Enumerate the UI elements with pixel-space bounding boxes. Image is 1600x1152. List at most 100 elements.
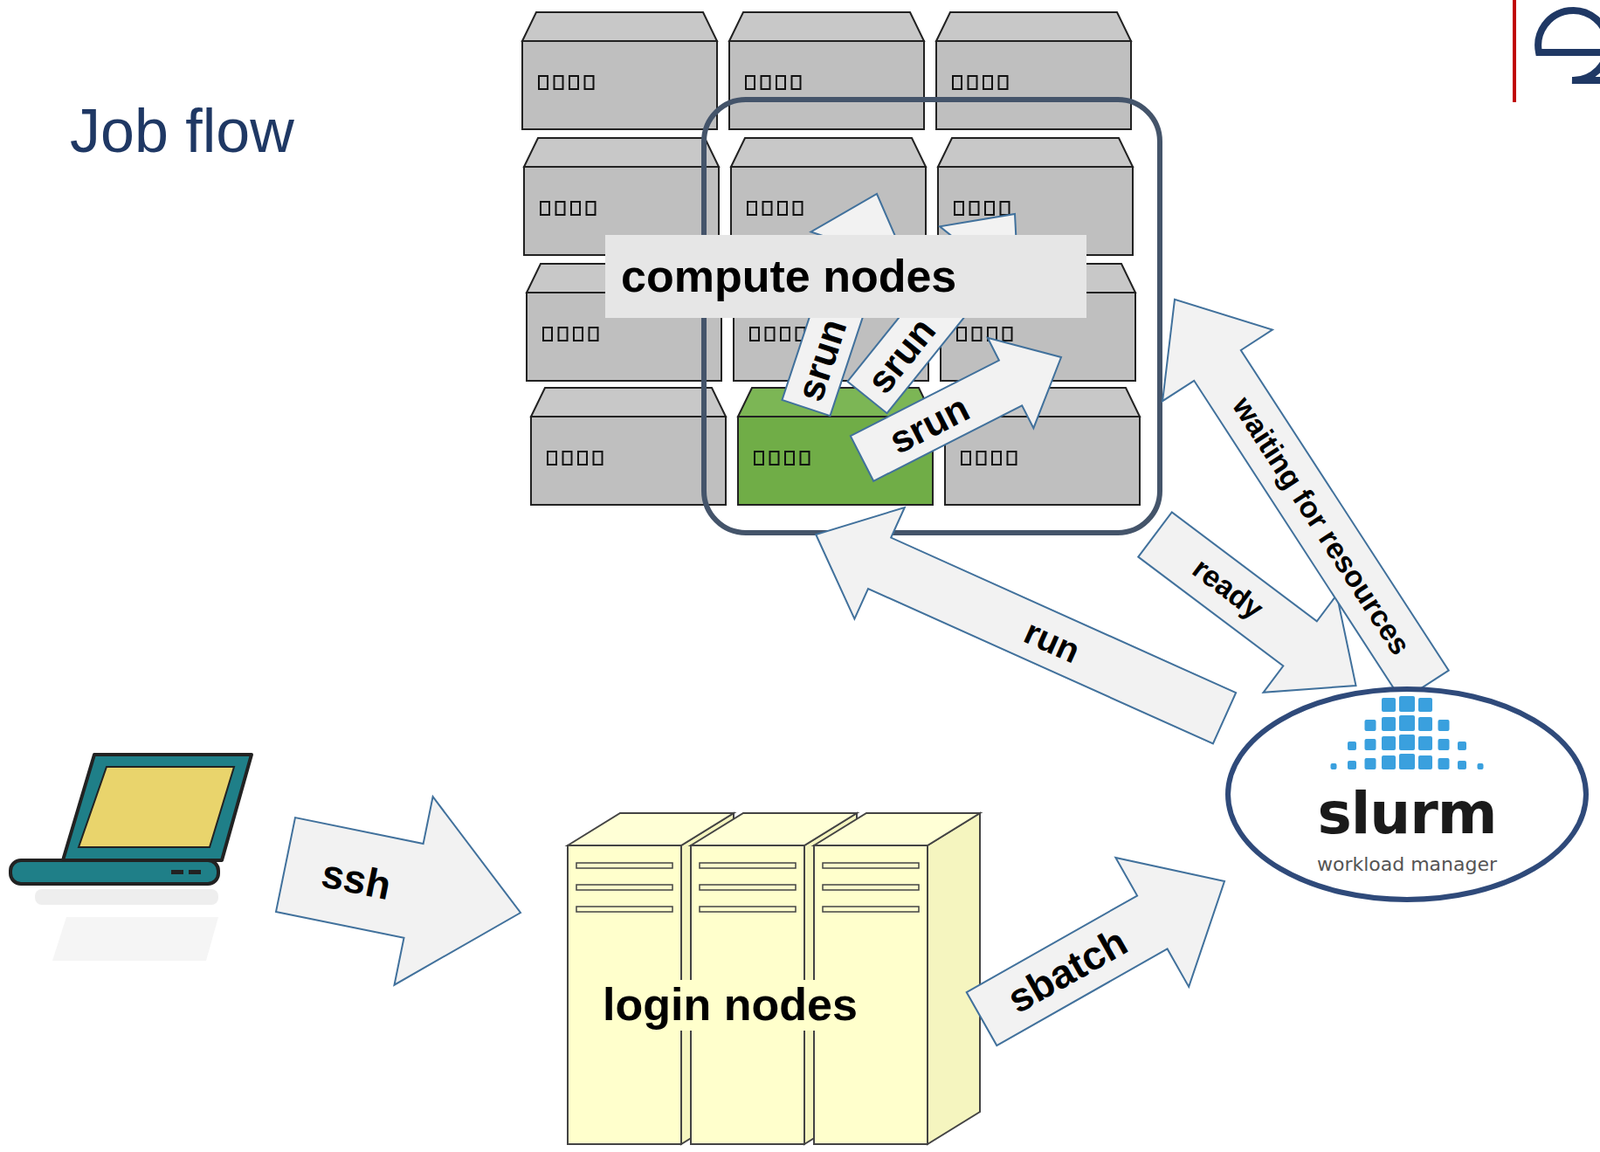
port-mark [745,75,755,90]
port-mark [578,451,587,465]
port-mark [593,451,603,465]
node-top [731,137,926,167]
drive-slot [699,862,796,869]
node-front [531,416,726,505]
logo-dot [1365,738,1377,751]
logo-dot [1381,717,1396,732]
logo-dot [1399,753,1415,770]
port-mark [800,451,810,465]
port-mark [754,451,764,465]
port-mark [1007,451,1017,465]
logo-dot [1477,763,1484,770]
login-nodes: login nodes [565,813,982,1145]
node-top [936,12,1132,42]
node-top [531,387,726,417]
node-front [729,41,925,130]
arrow-label: ready [1186,551,1269,626]
node-top [937,137,1133,167]
logo-dot [1331,763,1338,770]
drive-slot [699,906,796,912]
port-mark [954,201,964,215]
port-mark [983,75,993,90]
logo-dot [1418,697,1433,712]
region-label: compute nodes [605,251,957,302]
port-mark [558,327,568,341]
command-arrow [275,796,521,985]
logo-dot [1381,755,1396,770]
arrow-label: sbatch [1000,919,1135,1022]
port-mark [750,327,759,341]
label-band [605,234,1087,318]
corner-logo [1512,0,1600,103]
command-label: srun [882,386,976,463]
port-mark [556,201,566,215]
drive-slot [822,906,919,912]
compute-grid [522,12,1140,505]
logo-word-box: slurm [1224,778,1590,850]
drive-slot [822,884,919,890]
logo-dot [1457,760,1467,770]
port-mark [970,201,980,215]
node-front [936,41,1132,130]
port-mark [747,201,757,215]
logo-tagline: workload manager [1317,854,1497,876]
port-mark [985,201,994,215]
logo-dot [1438,758,1450,770]
port-mark [770,451,780,465]
compute-node [531,387,726,505]
port-mark [778,201,787,215]
logo-dot [1418,736,1433,751]
port-mark [765,327,775,341]
port-mark [586,201,596,215]
logo-dot [1438,738,1450,751]
port-mark [543,327,552,341]
drive-slot [822,862,919,869]
port-mark [957,327,966,341]
compute-node [522,12,718,130]
port-mark [952,75,962,90]
flow-arrow [1162,299,1449,702]
port-mark [563,451,573,465]
node-front [522,41,718,130]
logo-dot [1418,755,1433,770]
port-mark [585,75,594,90]
port-mark [992,451,1001,465]
drive-slot [576,884,673,890]
logo-word: slurm [1317,782,1497,847]
port-mark [961,451,971,465]
port-mark [573,327,583,341]
port-mark [571,201,580,215]
title: Job flow [69,96,295,167]
port-mark [761,75,771,90]
logo-dot [1381,697,1396,712]
logo-dot [1399,734,1415,751]
node-top [522,12,718,42]
port-mark [1003,327,1013,341]
logo-dot [1399,696,1415,712]
port-mark [792,75,801,90]
port-mark [968,75,978,90]
laptop-icon [10,754,252,961]
port-mark [780,327,790,341]
command-label: srun [858,310,944,402]
command-label: ssh [317,850,395,908]
arrow-label: waiting for resources [1226,390,1418,661]
logo-dot [1381,736,1396,751]
server-side [927,813,980,1145]
compute-region: compute nodes [522,12,1175,535]
port-mark [977,451,987,465]
server-top [813,813,980,846]
port-mark [972,327,982,341]
arrow-label: run [1018,611,1086,670]
port-mark [763,201,773,215]
logo-dot [1365,719,1377,732]
port-mark [589,327,599,341]
logo-dot [1418,717,1433,732]
logo-dot [1457,741,1467,751]
server-label: login nodes [602,979,858,1030]
port-mark [776,75,786,90]
logo-dot [1365,758,1377,770]
server-tower [813,813,980,1145]
